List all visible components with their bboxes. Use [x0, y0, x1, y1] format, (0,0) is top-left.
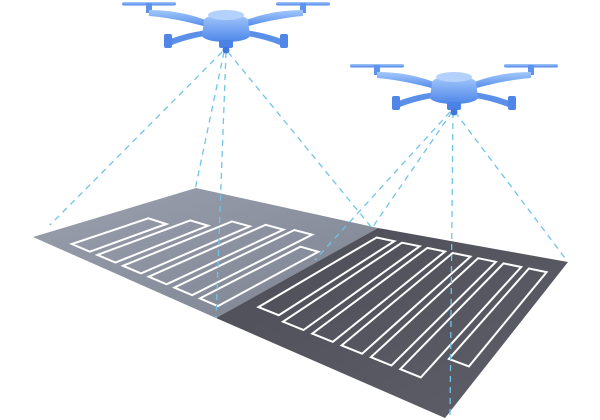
lane-group-light	[68, 217, 321, 308]
beam-right-4	[454, 111, 566, 259]
beam-left-1	[49, 51, 223, 226]
drone-left	[122, 2, 330, 54]
plot-lane	[369, 257, 498, 367]
lane-group-dark	[256, 236, 549, 379]
drone-icon	[122, 2, 330, 54]
survey-field	[33, 188, 568, 418]
plot-lane	[280, 241, 423, 332]
plot-lane	[171, 228, 316, 297]
plot-lane	[447, 267, 549, 368]
beam-left-4	[227, 51, 373, 229]
beam-left-2	[194, 51, 225, 191]
beam-right-2	[371, 111, 453, 229]
plot-lane	[197, 245, 321, 308]
plot-lane	[120, 220, 253, 275]
plot-lane	[310, 246, 448, 344]
beam-right-3	[449, 111, 454, 419]
beam-left-3	[215, 51, 227, 319]
plot-lane	[68, 217, 170, 253]
plot-dark	[216, 228, 568, 418]
plot-lane	[94, 219, 212, 264]
plot-lane	[398, 262, 524, 379]
drone-right	[350, 64, 558, 116]
plot-lane	[256, 236, 397, 317]
scan-beams	[49, 51, 566, 419]
drone-icon	[350, 64, 558, 116]
plot-lane	[339, 251, 473, 355]
beam-right-1	[314, 111, 451, 261]
plot-lane	[146, 223, 287, 286]
plot-light	[33, 188, 378, 318]
